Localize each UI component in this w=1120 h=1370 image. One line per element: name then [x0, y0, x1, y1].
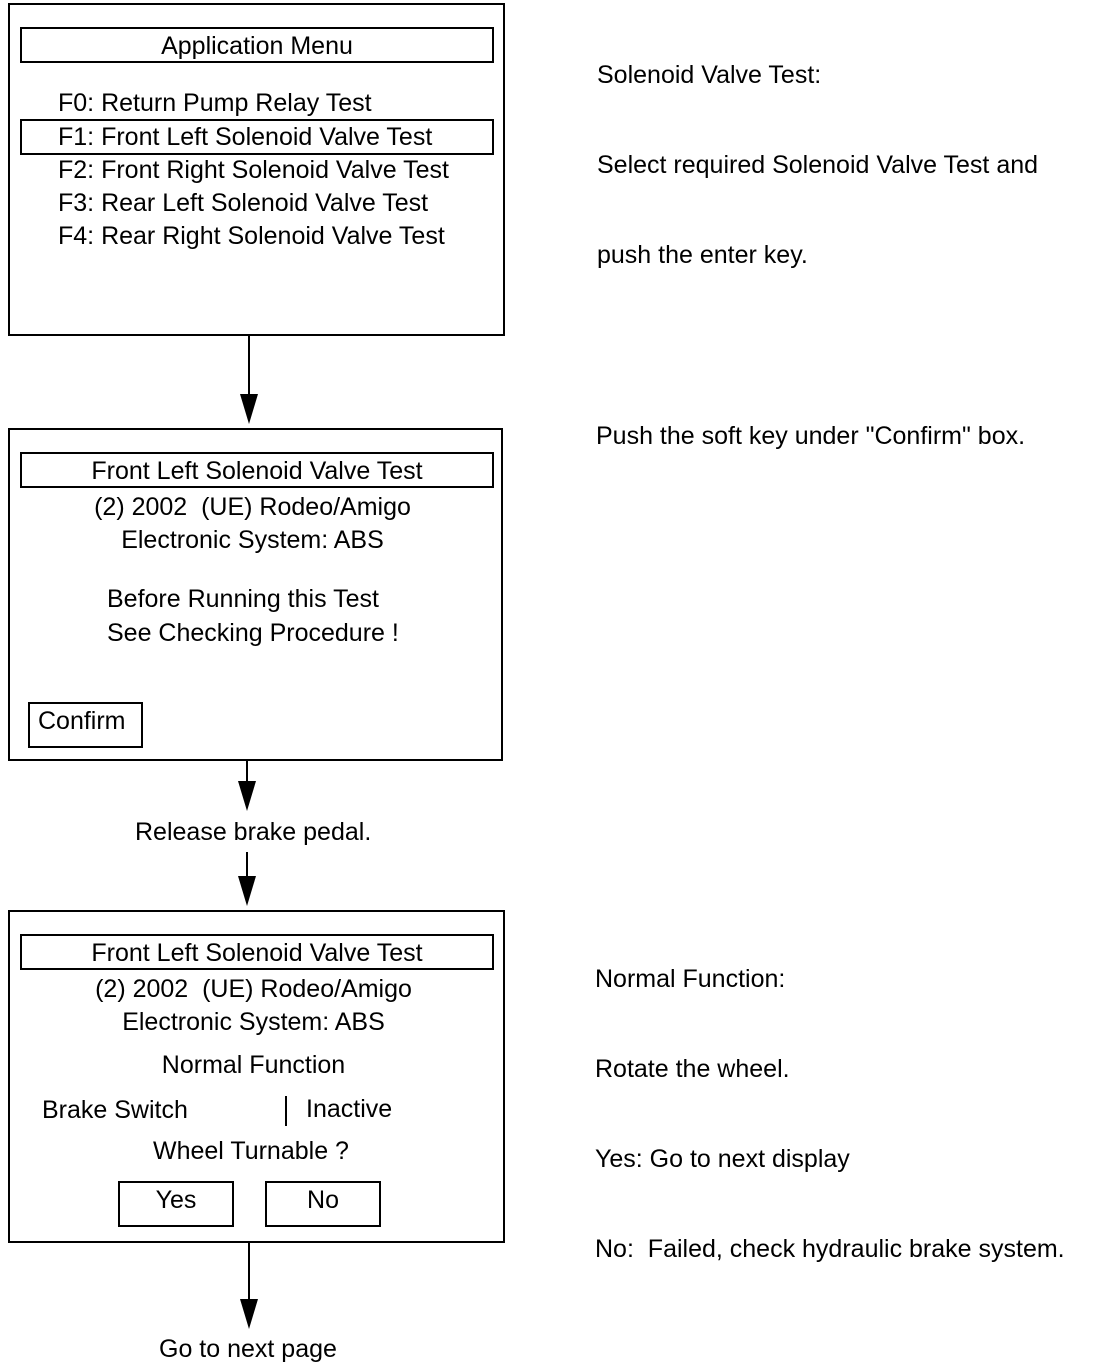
- menu-item-f1-label: F1: Front Left Solenoid Valve Test: [58, 123, 433, 151]
- note1-line3: push the enter key.: [597, 241, 808, 269]
- flow-arrow-3-head: [238, 876, 256, 906]
- note1-line1: Solenoid Valve Test:: [597, 61, 822, 89]
- warning-line-2: See Checking Procedure !: [107, 619, 399, 647]
- yes-button[interactable]: Yes: [118, 1181, 234, 1227]
- wheel-turnable-question: Wheel Turnable ?: [153, 1137, 349, 1165]
- step-release-brake: Release brake pedal.: [135, 818, 372, 846]
- confirm-button[interactable]: Confirm: [28, 702, 143, 748]
- mode-label: Normal Function: [161, 1051, 346, 1079]
- menu-item-f0[interactable]: F0: Return Pump Relay Test: [58, 89, 372, 117]
- menu-item-f2[interactable]: F2: Front Right Solenoid Valve Test: [58, 156, 449, 184]
- flow-arrow-2-head: [238, 781, 256, 811]
- menu-item-f4[interactable]: F4: Rear Right Solenoid Valve Test: [58, 222, 445, 250]
- flow-arrow-1-shaft: [248, 336, 250, 396]
- note3-line2: Rotate the wheel.: [595, 1055, 790, 1083]
- confirm-screen-title: Front Left Solenoid Valve Test: [20, 452, 494, 488]
- system-info: Electronic System: ABS: [122, 1008, 385, 1036]
- note-push-confirm: Push the soft key under "Confirm" box.: [596, 422, 1026, 450]
- brake-switch-value: Inactive: [306, 1095, 393, 1123]
- confirm-screen: Front Left Solenoid Valve Test (2) 2002 …: [8, 428, 503, 761]
- note3-line1: Normal Function:: [595, 965, 786, 993]
- note-normal-function: Normal Function: Rotate the wheel. Yes: …: [595, 904, 1065, 1294]
- menu-item-f3[interactable]: F3: Rear Left Solenoid Valve Test: [58, 189, 429, 217]
- warning-line-1: Before Running this Test: [107, 585, 379, 613]
- system-info: Electronic System: ABS: [121, 526, 384, 554]
- vehicle-info: (2) 2002 (UE) Rodeo/Amigo: [94, 493, 411, 521]
- brake-switch-label: Brake Switch: [42, 1096, 188, 1124]
- flow-arrow-2-shaft: [246, 761, 248, 783]
- flow-arrow-4-head: [240, 1299, 258, 1329]
- vehicle-info: (2) 2002 (UE) Rodeo/Amigo: [95, 975, 412, 1003]
- flow-arrow-4-shaft: [248, 1243, 250, 1301]
- note-solenoid-valve-test: Solenoid Valve Test: Select required Sol…: [597, 0, 1038, 300]
- param-separator: [285, 1096, 287, 1126]
- note3-line4: No: Failed, check hydraulic brake system…: [595, 1235, 1065, 1263]
- normal-function-screen-title: Front Left Solenoid Valve Test: [20, 934, 494, 970]
- application-menu-screen: Application Menu F0: Return Pump Relay T…: [8, 3, 505, 336]
- normal-function-screen: Front Left Solenoid Valve Test (2) 2002 …: [8, 910, 505, 1243]
- go-to-next-page: Go to next page: [159, 1335, 337, 1363]
- flow-arrow-1-head: [240, 394, 258, 424]
- application-menu-title: Application Menu: [20, 27, 494, 63]
- flow-arrow-3-shaft: [246, 852, 248, 878]
- menu-item-f1-selected[interactable]: F1: Front Left Solenoid Valve Test: [20, 119, 494, 155]
- no-button[interactable]: No: [265, 1181, 381, 1227]
- note3-line3: Yes: Go to next display: [595, 1145, 850, 1173]
- note1-line2: Select required Solenoid Valve Test and: [597, 151, 1039, 179]
